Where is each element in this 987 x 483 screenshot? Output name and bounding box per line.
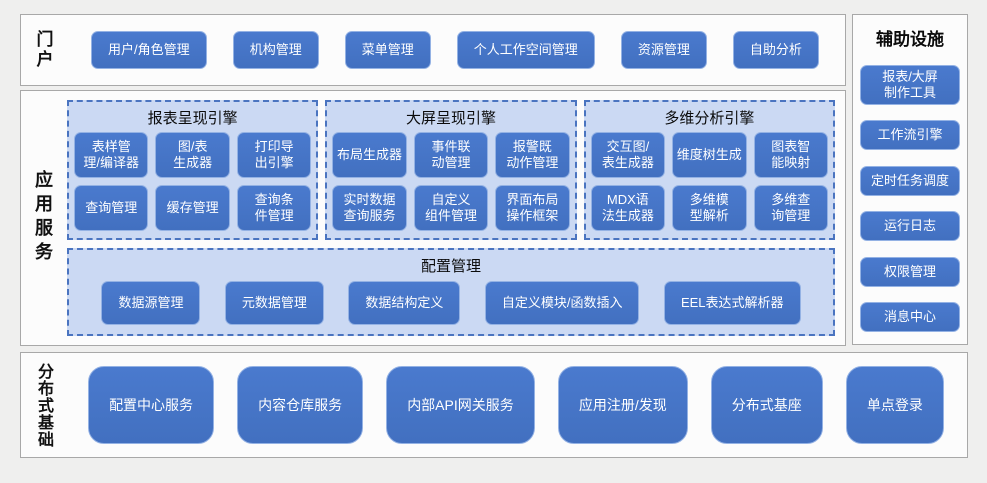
report-engine-group-title: 报表呈现引擎 [147,110,238,127]
config-node: EEL表达式解析器 [663,281,801,325]
config-node: 数据结构定义 [348,281,461,325]
engine-node: 布局生成器 [332,132,407,178]
foundation-node: 内容仓库服务 [237,366,364,444]
report-engine-grid: 表样管理/编译器 图/表生成器 打印导出引擎 查询管理 缓存管理 查询条件管理 [74,132,312,231]
engine-node: 打印导出引擎 [236,132,312,178]
portal-node: 自助分析 [732,31,819,69]
foundation-node: 内部API网关服务 [386,366,535,444]
engine-node: 事件联动管理 [413,132,489,178]
portal-section-label: 门户 [33,30,53,70]
engine-node: 报警既动作管理 [495,132,570,178]
olap-engine-group-title: 多维分析引擎 [664,110,755,127]
foundation-node: 配置中心服务 [88,366,215,444]
config-node: 数据源管理 [101,281,201,325]
engine-node: 查询管理 [74,185,149,231]
config-node: 自定义模块/函数插入 [484,281,640,325]
engine-node: 查询条件管理 [236,185,312,231]
auxiliary-node: 运行日志 [860,211,960,242]
engine-node: 自定义组件管理 [413,185,489,231]
portal-node-row: 用户/角色管理 机构管理 菜单管理 个人工作空间管理 资源管理 自助分析 [65,15,845,85]
engine-node: 交互图/表生成器 [590,132,666,178]
portal-node: 机构管理 [232,31,319,69]
portal-node: 用户/角色管理 [91,31,207,69]
engine-node: 多维模型解析 [672,185,747,231]
olap-engine-grid: 交互图/表生成器 维度树生成 图表智能映射 MDX语法生成器 多维模型解析 多维… [590,132,828,231]
engines-row: 报表呈现引擎 表样管理/编译器 图/表生成器 打印导出引擎 查询管理 缓存管理 … [67,100,835,240]
foundation-node-row: 配置中心服务 内容仓库服务 内部API网关服务 应用注册/发现 分布式基座 单点… [65,353,967,457]
foundation-node: 分布式基座 [710,366,823,444]
portal-section: 门户 用户/角色管理 机构管理 菜单管理 个人工作空间管理 资源管理 自助分析 [20,14,846,86]
portal-node: 个人工作空间管理 [456,31,595,69]
engine-node: 多维查询管理 [753,185,828,231]
foundation-section: 分布式基础 配置中心服务 内容仓库服务 内部API网关服务 应用注册/发现 分布… [20,352,968,458]
engine-node: 缓存管理 [155,185,230,231]
engine-node: 界面布局操作框架 [495,185,570,231]
report-engine-group: 报表呈现引擎 表样管理/编译器 图/表生成器 打印导出引擎 查询管理 缓存管理 … [67,100,319,240]
dashboard-engine-group-title: 大屏呈现引擎 [405,110,496,127]
config-node: 元数据管理 [224,281,324,325]
engine-node: 维度树生成 [672,132,747,178]
engine-node: 实时数据查询服务 [332,185,407,231]
dashboard-engine-grid: 布局生成器 事件联动管理 报警既动作管理 实时数据查询服务 自定义组件管理 界面… [332,132,570,231]
auxiliary-node: 工作流引擎 [860,120,960,151]
auxiliary-node: 消息中心 [860,302,960,332]
app-services-section: 应用服务 报表呈现引擎 表样管理/编译器 图/表生成器 打印导出引擎 查询管理 … [20,90,846,346]
portal-node: 菜单管理 [344,31,431,69]
auxiliary-section-title: 辅助设施 [876,30,944,49]
engine-node: 图/表生成器 [155,132,230,178]
foundation-node: 应用注册/发现 [557,366,688,444]
portal-node: 资源管理 [620,31,707,69]
engine-node: 表样管理/编译器 [74,132,149,178]
auxiliary-node: 定时任务调度 [860,165,960,196]
auxiliary-node: 权限管理 [860,256,960,287]
auxiliary-section: 辅助设施 报表/大屏制作工具 工作流引擎 定时任务调度 运行日志 权限管理 消息… [852,14,968,345]
config-node-row: 数据源管理 元数据管理 数据结构定义 自定义模块/函数插入 EEL表达式解析器 [77,280,825,326]
config-management-group: 配置管理 数据源管理 元数据管理 数据结构定义 自定义模块/函数插入 EEL表达… [67,248,835,336]
engine-node: MDX语法生成器 [590,185,666,231]
auxiliary-node: 报表/大屏制作工具 [860,65,960,105]
foundation-section-label: 分布式基础 [35,362,52,448]
config-management-group-title: 配置管理 [420,258,481,275]
dashboard-engine-group: 大屏呈现引擎 布局生成器 事件联动管理 报警既动作管理 实时数据查询服务 自定义… [325,100,577,240]
foundation-node: 单点登录 [845,366,944,444]
engine-node: 图表智能映射 [753,132,828,178]
app-services-section-label: 应用服务 [33,170,53,266]
olap-engine-group: 多维分析引擎 交互图/表生成器 维度树生成 图表智能映射 MDX语法生成器 多维… [583,100,835,240]
app-services-content: 报表呈现引擎 表样管理/编译器 图/表生成器 打印导出引擎 查询管理 缓存管理 … [65,91,845,345]
